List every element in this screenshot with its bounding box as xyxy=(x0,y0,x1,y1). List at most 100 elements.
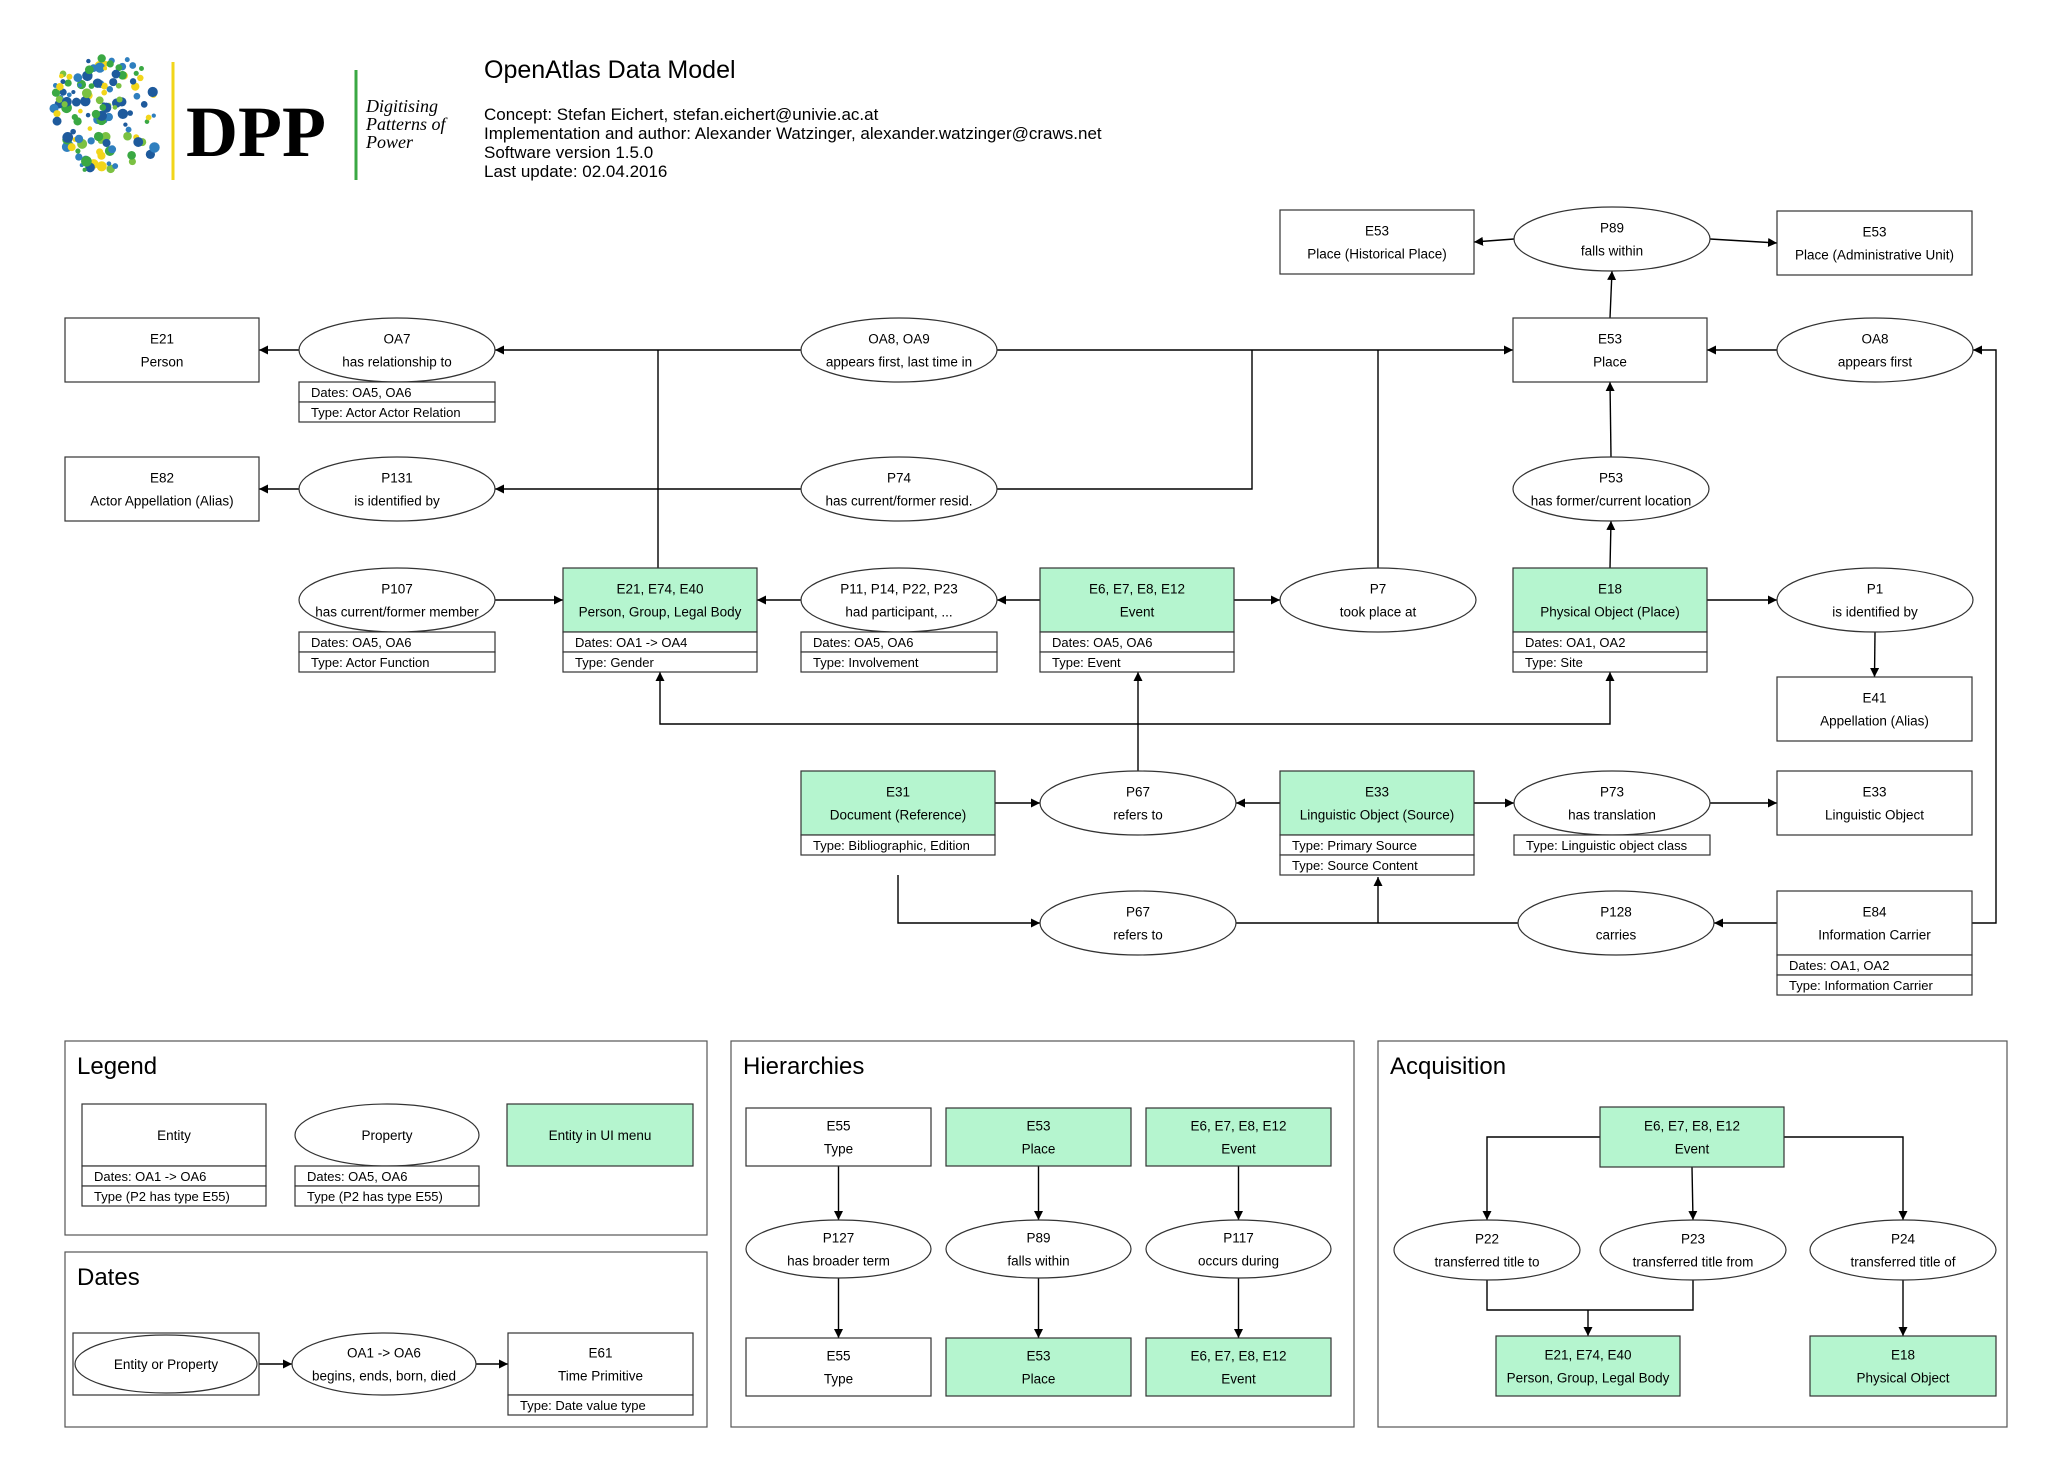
node-label: Physical Object (Place) xyxy=(1540,605,1680,620)
header-line-author: Implementation and author: Alexander Wat… xyxy=(484,124,1102,143)
edge-acq-p23 xyxy=(1688,1166,1698,1221)
node-label: E6, E7, E8, E12 xyxy=(1644,1119,1740,1134)
node-label: OA8 xyxy=(1861,332,1888,347)
node-label: Type xyxy=(824,1142,853,1157)
attribute-row: Type: Information Carrier xyxy=(1789,978,1933,993)
node-label: Place xyxy=(1593,355,1627,370)
node-label: P53 xyxy=(1599,471,1623,486)
node-label: Place (Administrative Unit) xyxy=(1795,248,1954,263)
node-label: transferred title of xyxy=(1850,1255,1955,1270)
attribute-row: Type: Source Content xyxy=(1292,858,1418,873)
node-a-p24: P24 transferred title of xyxy=(1809,1219,1997,1281)
dots-graphic xyxy=(49,54,160,174)
node-label: begins, ends, born, died xyxy=(312,1369,456,1384)
node-label: E53 xyxy=(1862,225,1886,240)
node-label: Linguistic Object xyxy=(1825,808,1924,823)
panel-title-acquisition: Acquisition xyxy=(1390,1053,1506,1080)
edge-acq-join xyxy=(1486,1280,1694,1311)
header-line-version: Software version 1.5.0 xyxy=(484,143,654,162)
node-label: P7 xyxy=(1370,582,1387,597)
logo-text: DPP xyxy=(186,92,326,172)
node-label: Person, Group, Legal Body xyxy=(579,605,742,620)
node-label: P73 xyxy=(1600,785,1624,800)
edge-place-p89 xyxy=(1607,270,1617,319)
edge-p53-place xyxy=(1605,381,1615,458)
page-title: OpenAtlas Data Model xyxy=(484,56,736,84)
node-label: is identified by xyxy=(1832,605,1918,620)
node-label: OA7 xyxy=(383,332,410,347)
node-label: E21, E74, E40 xyxy=(616,582,703,597)
dpp-logo: DPP Digitising Patterns of Power xyxy=(49,54,448,180)
panel-title-hierarchies: Hierarchies xyxy=(743,1053,864,1080)
logo-tagline-3: Power xyxy=(365,132,414,152)
node-label: P131 xyxy=(381,471,413,486)
node-label: Time Primitive xyxy=(558,1369,643,1384)
attribute-row: Type: Linguistic object class xyxy=(1526,838,1688,853)
node-dt-oa: OA1 -> OA6 begins, ends, born, died xyxy=(291,1332,477,1396)
node-label: P117 xyxy=(1223,1231,1254,1246)
node-label: Event xyxy=(1675,1142,1710,1157)
attribute-row: Type: Bibliographic, Edition xyxy=(813,838,970,853)
edge-e31-p67b xyxy=(897,875,1040,928)
node-label: P24 xyxy=(1891,1232,1916,1247)
logo-tagline-1: Digitising xyxy=(365,96,438,116)
node-label: P23 xyxy=(1681,1232,1705,1247)
node-label: P89 xyxy=(1026,1231,1050,1246)
node-label: E55 xyxy=(826,1119,850,1134)
attribute-row: Dates: OA5, OA6 xyxy=(813,635,913,650)
node-label: E18 xyxy=(1598,582,1622,597)
node-label: Place xyxy=(1022,1372,1056,1387)
node-label: E53 xyxy=(1365,224,1389,239)
node-label: E21, E74, E40 xyxy=(1544,1348,1631,1363)
node-label: P1 xyxy=(1867,582,1884,597)
edge-p89-admin xyxy=(1709,237,1778,247)
node-label: Type xyxy=(824,1372,853,1387)
attribute-row: Type: Event xyxy=(1052,655,1121,670)
node-label: OA1 -> OA6 xyxy=(347,1346,421,1361)
attribute-row: Dates: OA1 -> OA4 xyxy=(575,635,687,650)
attribute-row: Type: Gender xyxy=(575,655,654,670)
edge-p1-e41 xyxy=(1870,631,1880,678)
node-label: P74 xyxy=(887,471,912,486)
edge-acq-p24 xyxy=(1784,1136,1908,1220)
edge-carrier-oa8 xyxy=(1972,345,1997,924)
edge-acq-p22 xyxy=(1482,1136,1600,1220)
node-label: Place (Historical Place) xyxy=(1307,247,1447,262)
node-label: has current/former resid. xyxy=(825,494,972,509)
node-label: refers to xyxy=(1113,928,1163,943)
node-label: falls within xyxy=(1581,244,1643,259)
header-line-update: Last update: 02.04.2016 xyxy=(484,162,668,181)
node-label: E55 xyxy=(826,1349,850,1364)
node-label: Person, Group, Legal Body xyxy=(1507,1371,1670,1386)
node-label: Entity in UI menu xyxy=(549,1128,652,1143)
panel-title-dates: Dates xyxy=(77,1264,140,1291)
node-label: E53 xyxy=(1026,1349,1050,1364)
node-label: Event xyxy=(1120,605,1155,620)
node-label: Information Carrier xyxy=(1818,928,1931,943)
attribute-row: Type: Site xyxy=(1525,655,1583,670)
attribute-row: Type: Actor Actor Relation xyxy=(311,405,461,420)
